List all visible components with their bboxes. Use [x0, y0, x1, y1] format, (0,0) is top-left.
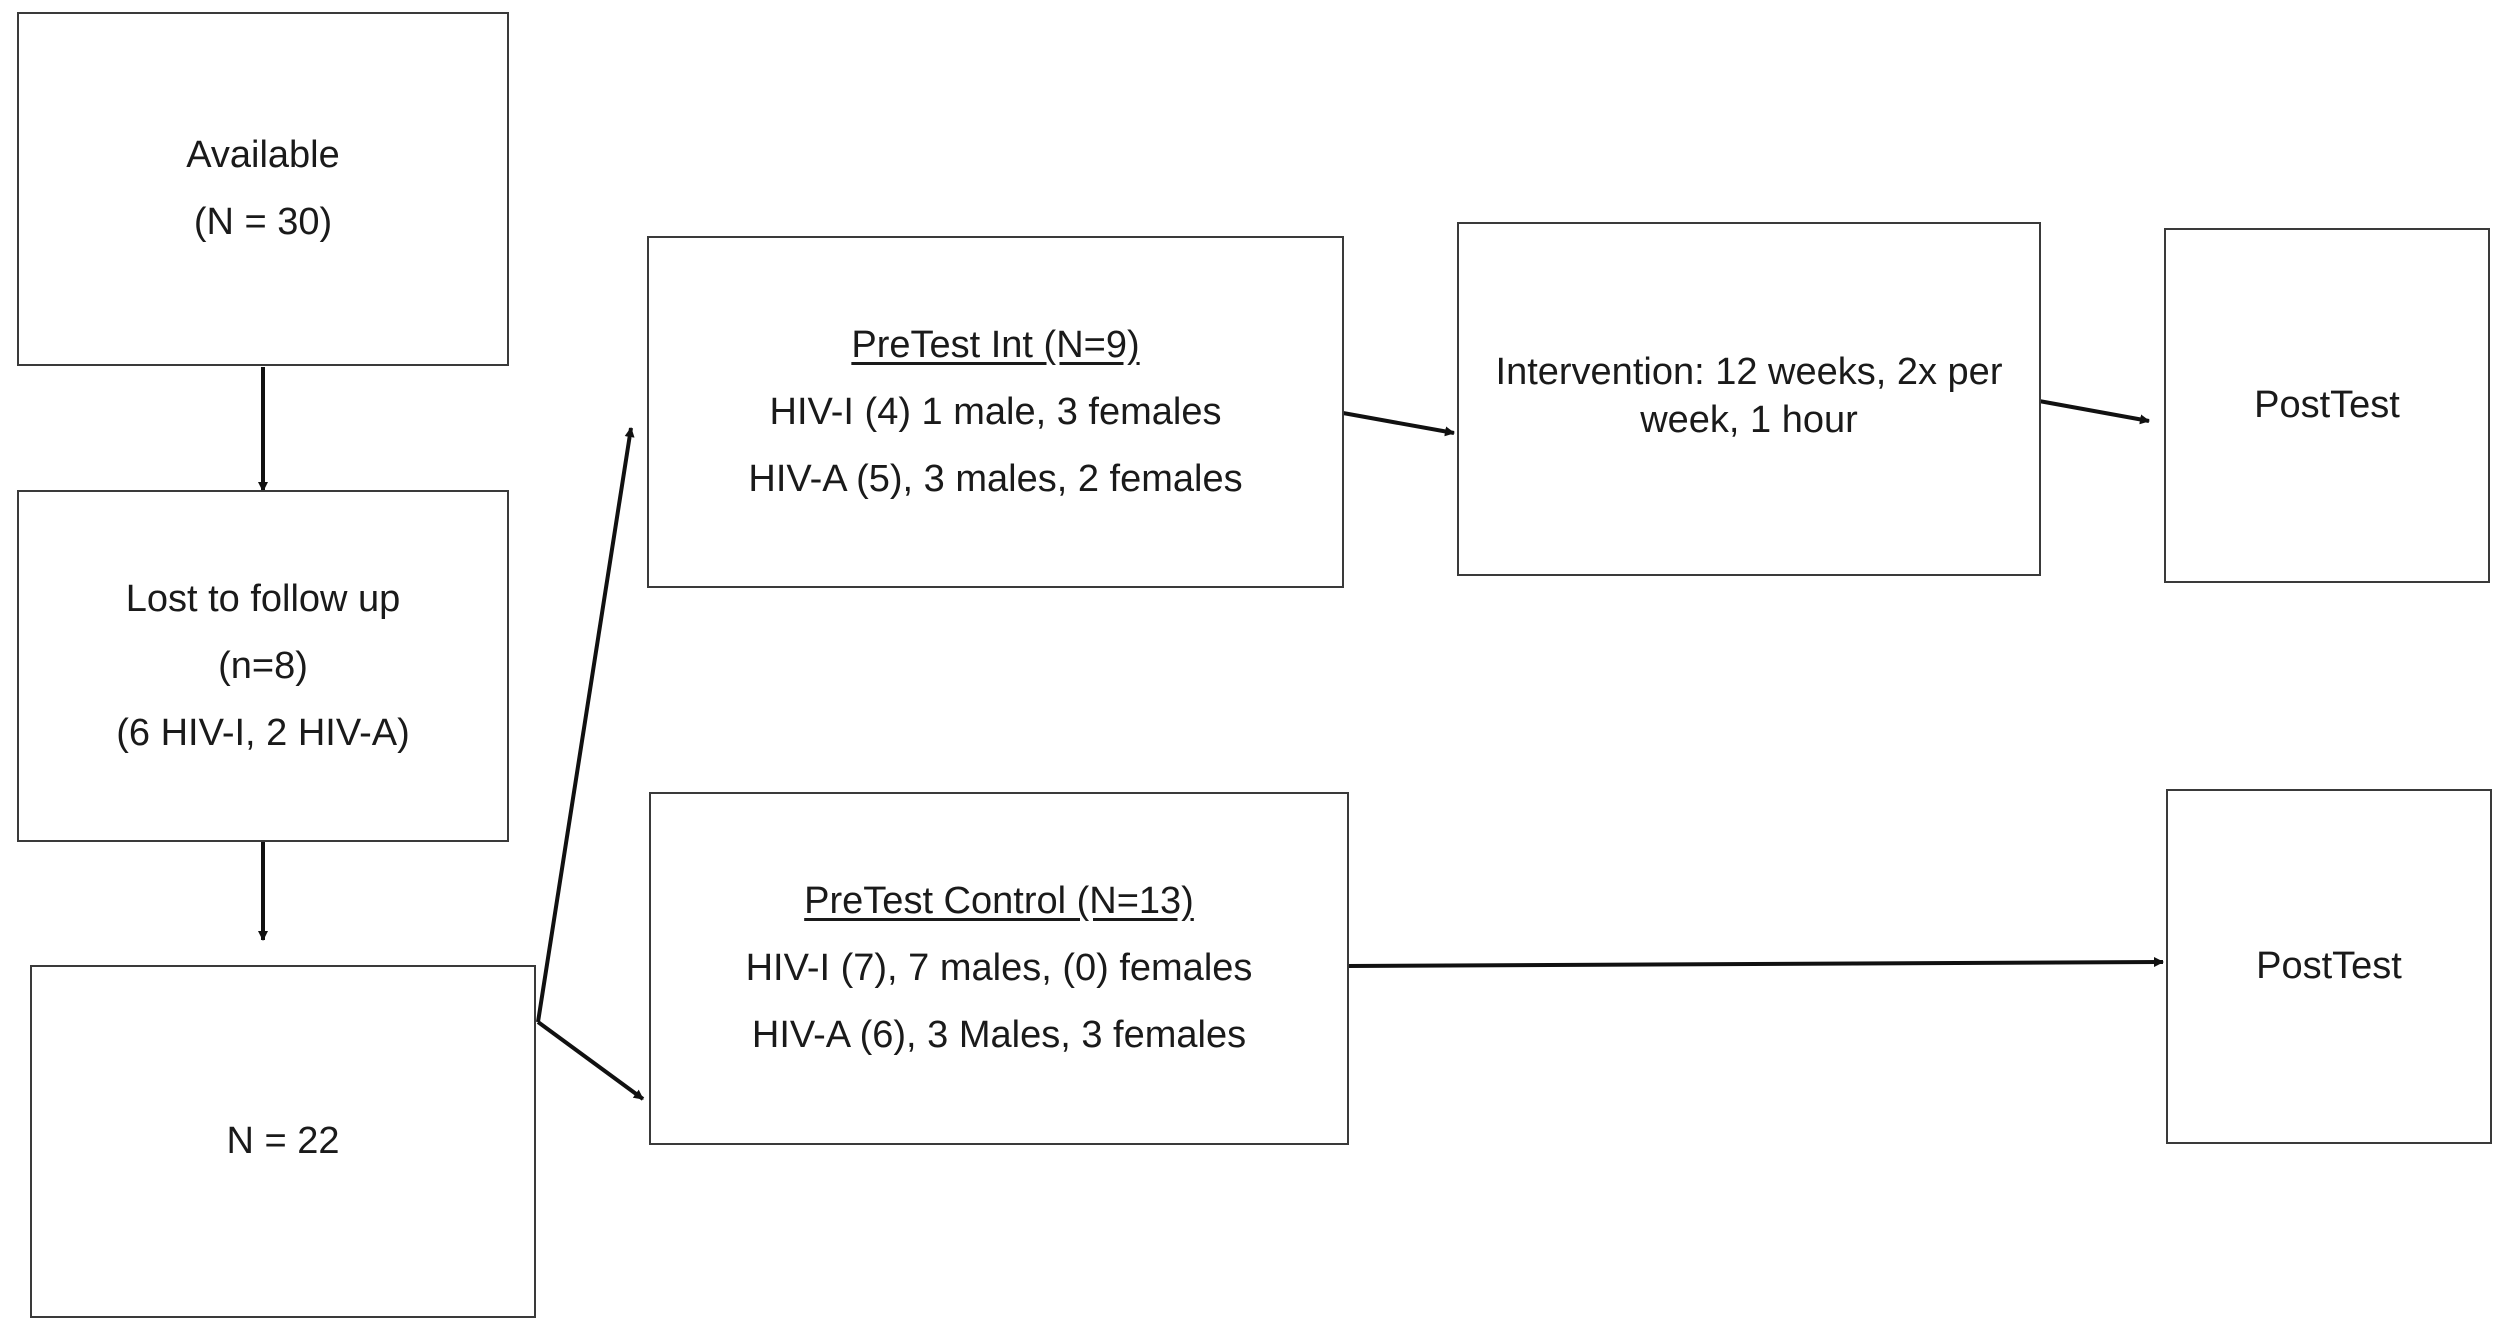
lost-title: Lost to follow up	[125, 577, 401, 620]
pretest-int-line2: HIV-A (5), 3 males, 2 females	[748, 457, 1243, 500]
available-box: Available (N = 30)	[17, 12, 509, 366]
pretest-control-line1: HIV-I (7), 7 males, (0) females	[745, 947, 1253, 989]
pretest-control-line2: HIV-A (6), 3 Males, 3 females	[751, 1014, 1247, 1056]
pretest-control-heading: PreTest Control (N=13)	[804, 880, 1194, 922]
pretest-int-box: PreTest Int (N=9) HIV-I (4) 1 male, 3 fe…	[647, 236, 1344, 588]
pretest-int-heading: PreTest Int (N=9)	[851, 323, 1140, 366]
arrow-pretest-control-to-posttest	[1347, 957, 2164, 968]
lost-detail: (6 HIV-I, 2 HIV-A)	[116, 711, 410, 754]
posttest-control-box: PostTest	[2166, 789, 2492, 1144]
available-count: (N = 30)	[193, 201, 333, 243]
pretest-int-line1: HIV-I (4) 1 male, 3 females	[769, 390, 1222, 433]
posttest-int-box: PostTest	[2164, 228, 2490, 583]
posttest-control-label: PostTest	[2256, 945, 2402, 987]
lost-to-follow-up-box: Lost to follow up (n=8) (6 HIV-I, 2 HIV-…	[17, 490, 509, 842]
arrow-remaining-to-pretest-control	[536, 1020, 645, 1101]
arrow-intervention-to-posttest	[2038, 399, 2150, 425]
pretest-control-box: PreTest Control (N=13) HIV-I (7), 7 male…	[649, 792, 1349, 1145]
intervention-text: Intervention: 12 weeks, 2x per week, 1 h…	[1495, 351, 2003, 441]
arrow-remaining-to-pretest-int	[536, 427, 635, 1023]
remaining-box: N = 22	[30, 965, 536, 1318]
available-title: Available	[186, 134, 340, 176]
lost-count: (n=8)	[218, 644, 308, 687]
posttest-int-label: PostTest	[2254, 384, 2400, 426]
remaining-label: N = 22	[226, 1120, 340, 1162]
arrow-pretest-int-to-intervention	[1342, 411, 1455, 437]
intervention-box: Intervention: 12 weeks, 2x per week, 1 h…	[1457, 222, 2041, 576]
